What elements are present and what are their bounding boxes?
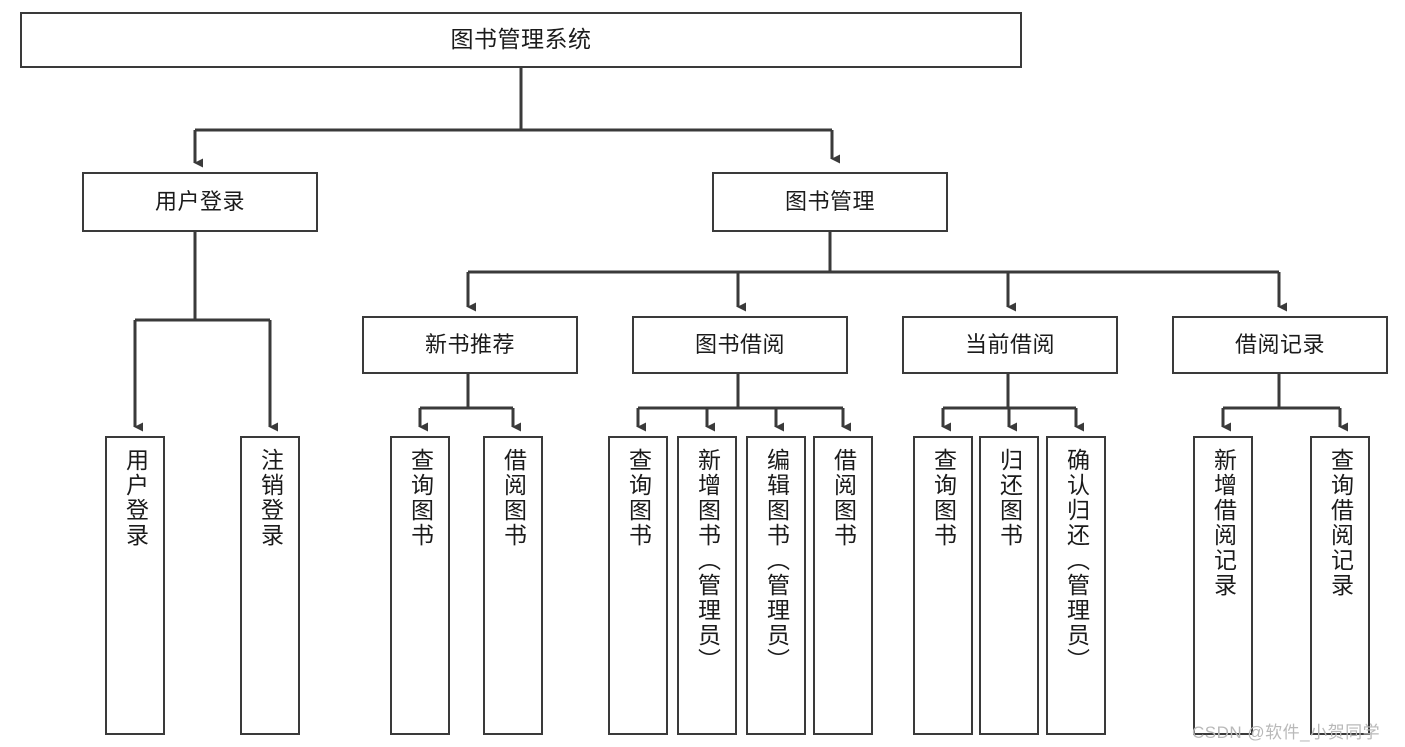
node-label: 查询图书	[407, 448, 434, 548]
node-label: 新书推荐	[424, 332, 515, 358]
node-label: 注销登录	[257, 448, 284, 548]
node-label: 查询图书	[625, 448, 652, 548]
leaf-edit-book-admin[interactable]: 编辑图书（管理员）	[746, 436, 806, 735]
leaf-add-book-admin[interactable]: 新增图书（管理员）	[677, 436, 737, 735]
node-root-book-management-system[interactable]: 图书管理系统	[20, 12, 1022, 68]
leaf-query-book-current[interactable]: 查询图书	[913, 436, 973, 735]
leaf-return-book[interactable]: 归还图书	[979, 436, 1039, 735]
node-label: 当前借阅	[964, 332, 1055, 358]
node-label: 归还图书	[996, 448, 1023, 548]
node-book-management[interactable]: 图书管理	[712, 172, 948, 232]
node-label: 借阅记录	[1234, 332, 1325, 358]
node-label: 新增借阅记录	[1210, 448, 1237, 598]
leaf-query-book-borrow[interactable]: 查询图书	[608, 436, 668, 735]
node-new-book-recommend[interactable]: 新书推荐	[362, 316, 578, 374]
node-book-borrow[interactable]: 图书借阅	[632, 316, 848, 374]
node-label: 用户登录	[154, 189, 245, 215]
leaf-logout[interactable]: 注销登录	[240, 436, 300, 735]
leaf-borrow-book-recommend[interactable]: 借阅图书	[483, 436, 543, 735]
leaf-query-borrow-record[interactable]: 查询借阅记录	[1310, 436, 1370, 735]
node-label: 编辑图书（管理员）	[763, 448, 790, 673]
leaf-query-book-recommend[interactable]: 查询图书	[390, 436, 450, 735]
node-label: 图书管理系统	[450, 26, 592, 53]
node-label: 借阅图书	[500, 448, 527, 548]
node-label: 新增图书（管理员）	[694, 448, 721, 673]
csdn-watermark: CSDN @软件_小贺同学	[1192, 723, 1381, 742]
node-current-borrow[interactable]: 当前借阅	[902, 316, 1118, 374]
node-label: 确认归还（管理员）	[1063, 448, 1090, 673]
leaf-user-login[interactable]: 用户登录	[105, 436, 165, 735]
node-label: 图书借阅	[694, 332, 785, 358]
leaf-add-borrow-record[interactable]: 新增借阅记录	[1193, 436, 1253, 735]
leaf-borrow-book[interactable]: 借阅图书	[813, 436, 873, 735]
node-label: 查询借阅记录	[1327, 448, 1354, 598]
node-user-login[interactable]: 用户登录	[82, 172, 318, 232]
node-borrow-record[interactable]: 借阅记录	[1172, 316, 1388, 374]
node-label: 图书管理	[784, 189, 875, 215]
leaf-confirm-return-admin[interactable]: 确认归还（管理员）	[1046, 436, 1106, 735]
node-label: 查询图书	[930, 448, 957, 548]
node-label: 用户登录	[122, 448, 149, 548]
node-label: 借阅图书	[830, 448, 857, 548]
